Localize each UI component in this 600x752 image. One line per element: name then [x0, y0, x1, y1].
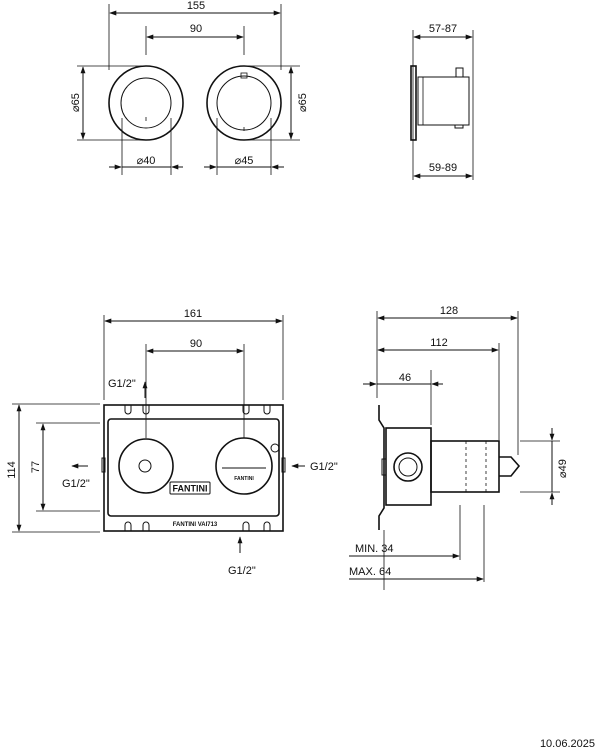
- dim-65-right-value: 65: [297, 93, 309, 105]
- left-cover-inner: [120, 77, 172, 129]
- dim-114-label: 114: [6, 461, 18, 479]
- dim-161-label: 161: [184, 308, 202, 320]
- side-spindle: [499, 456, 521, 477]
- dim-57-87-label: 57-87: [429, 23, 457, 35]
- screw-hole: [270, 443, 280, 453]
- brand-badge: [169, 481, 211, 495]
- dim-65-left-label: ⌀65: [70, 93, 82, 112]
- dim-90-top-label: 90: [190, 23, 202, 35]
- side-box-body: [385, 427, 432, 506]
- right-cover-notch: [240, 72, 248, 79]
- dim-40-value: 40: [143, 155, 155, 167]
- dim-59-89-label: 59-89: [429, 162, 457, 174]
- dim-77-label: 77: [30, 461, 42, 473]
- dim-90-box-label: 90: [190, 338, 202, 350]
- right-valve-outer: [215, 437, 273, 495]
- brand-badge-label: FANTINI: [173, 484, 208, 494]
- box-front-view: 161 90 FANTINI: [6, 308, 338, 577]
- footer-date: 10.06.2025: [540, 738, 595, 750]
- side-wall-plate: [410, 65, 417, 141]
- dim-40-label: ⌀40: [137, 155, 156, 167]
- dim-49-value: 49: [557, 459, 569, 471]
- side-extension-body: [430, 440, 500, 493]
- dim-112-label: 112: [430, 337, 448, 349]
- dim-max-64-label: MAX. 64: [349, 566, 391, 578]
- left-cover-outer: [108, 65, 184, 141]
- dim-155-label: 155: [187, 0, 205, 12]
- side-port-inner: [398, 457, 418, 477]
- port-top-label: G1/2": [108, 378, 136, 390]
- inner-box: [107, 418, 280, 517]
- box-side-view: 128 112 46 ⌀49: [349, 305, 569, 590]
- port-left-label: G1/2": [62, 478, 90, 490]
- dim-45-value: 45: [241, 155, 253, 167]
- dim-45-label: ⌀45: [235, 155, 254, 167]
- side-view-cover: 57-87 59-89: [410, 23, 474, 180]
- side-body: [417, 76, 470, 126]
- front-view-covers: 155 90 ⌀65 ⌀65 ⌀40: [70, 0, 309, 175]
- left-valve-stem: [138, 459, 152, 473]
- dim-65-left-value: 65: [70, 93, 82, 105]
- port-right-label: G1/2": [310, 461, 338, 473]
- side-port-outer: [393, 452, 423, 482]
- dim-65-right-label: ⌀65: [297, 93, 309, 112]
- left-valve-outer: [118, 438, 174, 494]
- port-bottom-label: G1/2": [228, 565, 256, 577]
- dim-49-label: ⌀49: [557, 459, 569, 478]
- side-mount-plate: [378, 405, 385, 530]
- side-knob-top: [455, 67, 464, 78]
- bottom-mounting-slots: [124, 521, 271, 531]
- top-mounting-slots: [124, 405, 271, 415]
- dim-min-34-label: MIN. 34: [355, 543, 394, 555]
- dim-46-label: 46: [399, 372, 411, 384]
- right-cover-inner: [216, 75, 272, 131]
- dim-128-label: 128: [440, 305, 458, 317]
- model-label: FANTINI VAI713: [173, 522, 218, 528]
- brand-small-label: FANTINI: [234, 476, 254, 482]
- mounting-plate: [103, 404, 284, 532]
